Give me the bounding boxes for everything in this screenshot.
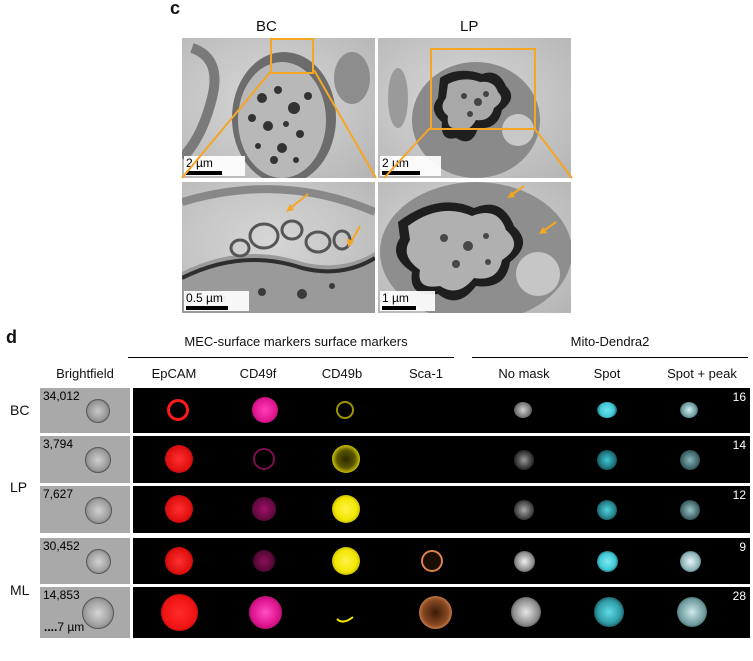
inset-box-bc [270,38,314,74]
panel-c-letter: c [170,0,181,18]
group-header-mito-dendra2: Mito-Dendra2 [570,334,650,349]
fluorescence-strip: 14 [133,436,750,483]
col-header-sca1: Sca-1 [409,366,443,381]
event-count: 3,794 [43,437,74,451]
em-image-bc-overview: 2 µm [182,38,375,178]
col-header-cd49f: CD49f [239,366,277,381]
scale-bar-bc-zoom: 0.5 µm [184,291,249,311]
col-header-spot: Spot [593,366,621,381]
fluorescence-strip: 12 [133,486,750,533]
col-header-spot-peak: Spot + peak [667,366,737,381]
brightfield-image [40,436,130,483]
em-col-label-bc: BC [256,18,277,35]
fluorescence-strip: 16 [133,388,750,433]
event-count: 34,012 [43,389,80,403]
col-header-epcam: EpCAM [151,366,197,381]
group-underline-surface-markers [128,357,454,358]
row-group-label-lp: LP [10,479,28,495]
row-group-label-bc: BC [10,402,30,418]
event-count: 14,853 [43,588,80,602]
brightfield-scale-bar: ....7 µm [44,620,85,634]
scale-bar-lp-overview: 2 µm [380,156,441,176]
em-image-lp-overview: 2 µm [378,38,571,178]
spot-count: 9 [739,540,746,554]
fluorescence-strip: 9 [133,538,750,584]
panel-d-letter: d [6,327,17,347]
scale-bar-lp-zoom: 1 µm [380,291,435,311]
spot-count: 16 [732,390,746,404]
group-header-surface-markers: MEC-surface markers surface markers [184,334,408,349]
em-image-lp-zoom: 1 µm [378,182,571,313]
col-header-brightfield: Brightfield [56,366,114,381]
brightfield-image [40,388,130,433]
col-header-cd49b: CD49b [321,366,363,381]
em-image-bc-zoom: 0.5 µm [182,182,375,313]
inset-box-lp [430,48,536,130]
row-group-label-ml: ML [10,582,30,598]
spot-count: 12 [732,488,746,502]
brightfield-image [40,538,130,584]
brightfield-image [40,587,130,638]
event-count: 30,452 [43,539,80,553]
brightfield-image [40,486,130,533]
em-col-label-lp: LP [460,18,479,35]
fluorescence-strip: 28 [133,587,750,638]
group-underline-mito-dendra2 [472,357,748,358]
inset-zoom-lines [181,70,573,179]
spot-count: 14 [732,438,746,452]
spot-count: 28 [732,589,746,603]
event-count: 7,627 [43,487,74,501]
col-header-no-mask: No mask [498,366,550,381]
